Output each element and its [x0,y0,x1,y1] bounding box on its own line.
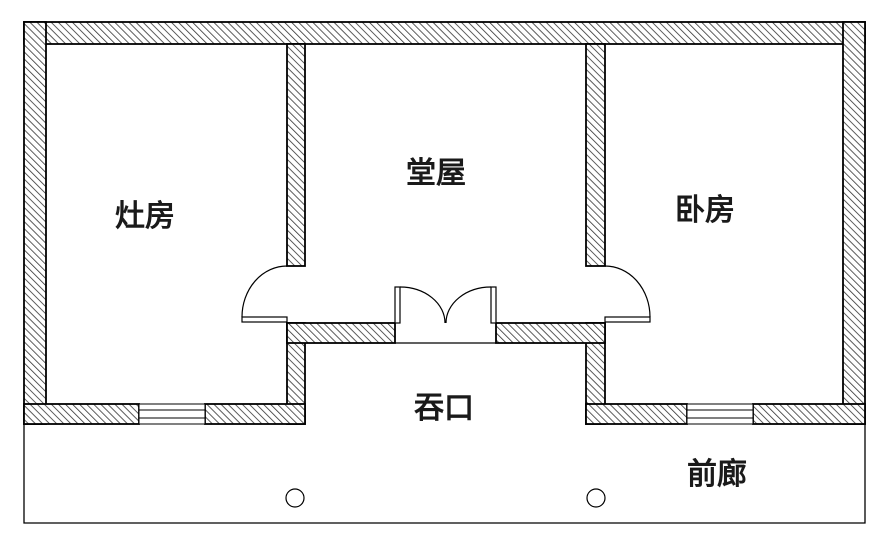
column-left [285,488,305,508]
room-label-porch: 前廊 [687,457,747,492]
room-label-entry: 吞口 [414,391,474,426]
wall-bedroom-front-a [585,403,688,425]
wall-hall-front-right [495,322,606,344]
wall-kitchen-front-a [23,403,140,425]
kitchen-door [241,265,288,323]
wall-partition-right-upper [585,43,606,267]
wall-top [23,21,866,45]
room-label-hall: 堂屋 [406,156,466,191]
room-label-bedroom: 卧房 [675,193,735,228]
wall-hall-front-left [286,322,396,344]
kitchen-window [138,403,206,425]
wall-partition-left-upper [286,43,306,267]
walls [23,21,866,425]
bedroom-window [686,403,754,425]
wall-left [23,21,47,425]
bedroom-door [604,265,651,323]
wall-bedroom-front-b [752,403,866,425]
room-label-kitchen: 灶房 [115,199,175,234]
porch-outline [23,424,866,524]
wall-kitchen-front-b [204,403,306,425]
wall-right [842,21,866,425]
hall-double-door [394,286,497,344]
column-right [586,488,606,508]
